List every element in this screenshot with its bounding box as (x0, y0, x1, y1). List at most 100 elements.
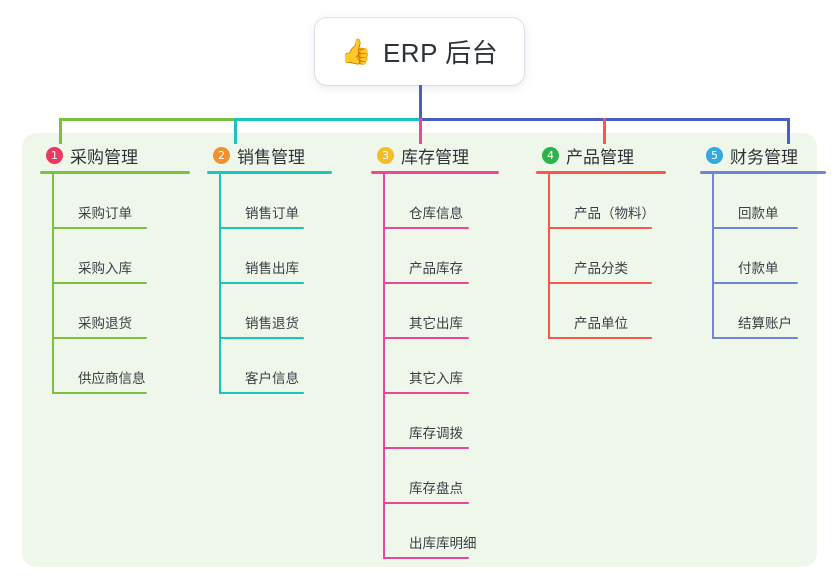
leaf-underline (712, 227, 798, 229)
root-node[interactable]: 👍 ERP 后台 (315, 18, 524, 85)
leaf-item[interactable]: 销售订单 (219, 174, 304, 229)
leaf-item[interactable]: 出库库明细 (383, 504, 477, 559)
leaf-underline (383, 282, 469, 284)
bus-segment-4 (603, 118, 787, 121)
leaf-item[interactable]: 付款单 (712, 229, 798, 284)
branch-label: 财务管理 (730, 147, 798, 167)
branch-label: 产品管理 (566, 147, 634, 167)
branch-number-badge: 3 (377, 146, 394, 164)
leaf-item[interactable]: 采购退货 (52, 284, 147, 339)
bus-segment-3 (419, 118, 603, 121)
branch-underline (371, 171, 499, 174)
root-title: ERP 后台 (382, 38, 499, 68)
branch-number-badge: 2 (213, 146, 230, 164)
leaf-underline (52, 282, 147, 284)
leaf-label: 销售退货 (245, 316, 299, 331)
leaf-item[interactable]: 采购订单 (52, 174, 147, 229)
leaf-label: 销售订单 (245, 206, 299, 221)
leaf-label: 其它入库 (409, 371, 463, 386)
branch-column-产品管理: 4 产品管理产品（物料） 产品分类产品单位 (526, 140, 666, 339)
leaf-item[interactable]: 库存调拨 (383, 394, 469, 449)
leaf-underline (548, 282, 652, 284)
leaf-underline (219, 227, 304, 229)
leaf-item[interactable]: 产品库存 (383, 229, 469, 284)
branch-spine (548, 174, 550, 339)
branch-label: 库存管理 (401, 147, 469, 167)
leaf-item[interactable]: 供应商信息 (52, 339, 147, 394)
branch-underline (40, 171, 190, 174)
leaf-underline (52, 392, 147, 394)
branch-spine (219, 174, 221, 394)
branch-drop-3 (419, 118, 422, 144)
leaf-underline (52, 227, 147, 229)
leaf-label: 回款单 (738, 206, 779, 221)
branch-number-badge: 4 (542, 146, 559, 164)
thumbs-up-icon: 👍 (340, 37, 372, 66)
leaf-item[interactable]: 产品（物料） (548, 174, 655, 229)
leaf-label: 库存盘点 (409, 481, 463, 496)
branch-column-库存管理: 3 库存管理仓库信息产品库存其它出库其它入库库存调拨库存盘点出库库明细 (361, 140, 499, 559)
leaf-label: 供应商信息 (78, 371, 146, 386)
leaf-item[interactable]: 回款单 (712, 174, 798, 229)
leaf-underline (383, 502, 469, 504)
branch-drop-1 (59, 118, 62, 144)
branch-spine (712, 174, 714, 339)
leaf-label: 库存调拨 (409, 426, 463, 441)
branch-header-财务管理[interactable]: 5 财务管理 (690, 140, 816, 170)
leaf-label: 仓库信息 (409, 206, 463, 221)
leaf-item[interactable]: 结算账户 (712, 284, 798, 339)
branch-drop-2 (234, 118, 237, 144)
leaf-label: 产品单位 (574, 316, 628, 331)
leaf-label: 销售出库 (245, 261, 299, 276)
leaf-item[interactable]: 销售出库 (219, 229, 304, 284)
leaf-item[interactable]: 仓库信息 (383, 174, 469, 229)
leaf-underline (548, 227, 652, 229)
leaf-label: 采购入库 (78, 261, 132, 276)
leaf-underline (712, 282, 798, 284)
bus-segment-2 (234, 118, 419, 121)
branch-number-badge: 5 (706, 146, 723, 164)
leaf-label: 产品库存 (409, 261, 463, 276)
leaf-underline (219, 337, 304, 339)
branch-spine (383, 174, 385, 559)
leaf-underline (219, 392, 304, 394)
branch-label: 销售管理 (237, 147, 305, 167)
branch-label: 采购管理 (70, 147, 138, 167)
leaf-underline (219, 282, 304, 284)
branch-header-产品管理[interactable]: 4 产品管理 (526, 140, 656, 170)
branch-drop-4 (603, 118, 606, 144)
leaf-label: 客户信息 (245, 371, 299, 386)
leaf-label: 出库库明细 (409, 536, 477, 551)
leaf-underline (548, 337, 652, 339)
leaf-item[interactable]: 其它出库 (383, 284, 469, 339)
leaf-item[interactable]: 其它入库 (383, 339, 469, 394)
branch-header-销售管理[interactable]: 2 销售管理 (197, 140, 322, 170)
leaf-label: 其它出库 (409, 316, 463, 331)
leaf-underline (712, 337, 798, 339)
branch-underline (700, 171, 826, 174)
branch-drop-5 (787, 118, 790, 144)
leaf-underline (383, 392, 469, 394)
leaf-item[interactable]: 客户信息 (219, 339, 304, 394)
branch-spine (52, 174, 54, 394)
leaf-label: 采购订单 (78, 206, 132, 221)
leaf-item[interactable]: 销售退货 (219, 284, 304, 339)
leaf-item[interactable]: 产品单位 (548, 284, 652, 339)
root-stem (419, 85, 422, 118)
leaf-label: 产品分类 (574, 261, 628, 276)
leaf-item[interactable]: 库存盘点 (383, 449, 469, 504)
branch-column-销售管理: 2 销售管理销售订单销售出库销售退货客户信息 (197, 140, 332, 394)
leaf-underline (383, 337, 469, 339)
leaf-underline (52, 337, 147, 339)
leaf-label: 采购退货 (78, 316, 132, 331)
branches-panel (22, 133, 817, 567)
leaf-underline (383, 447, 469, 449)
branch-header-库存管理[interactable]: 3 库存管理 (361, 140, 489, 170)
leaf-underline (383, 557, 469, 559)
branch-column-财务管理: 5 财务管理回款单付款单结算账户 (690, 140, 826, 339)
leaf-item[interactable]: 采购入库 (52, 229, 147, 284)
leaf-item[interactable]: 产品分类 (548, 229, 652, 284)
